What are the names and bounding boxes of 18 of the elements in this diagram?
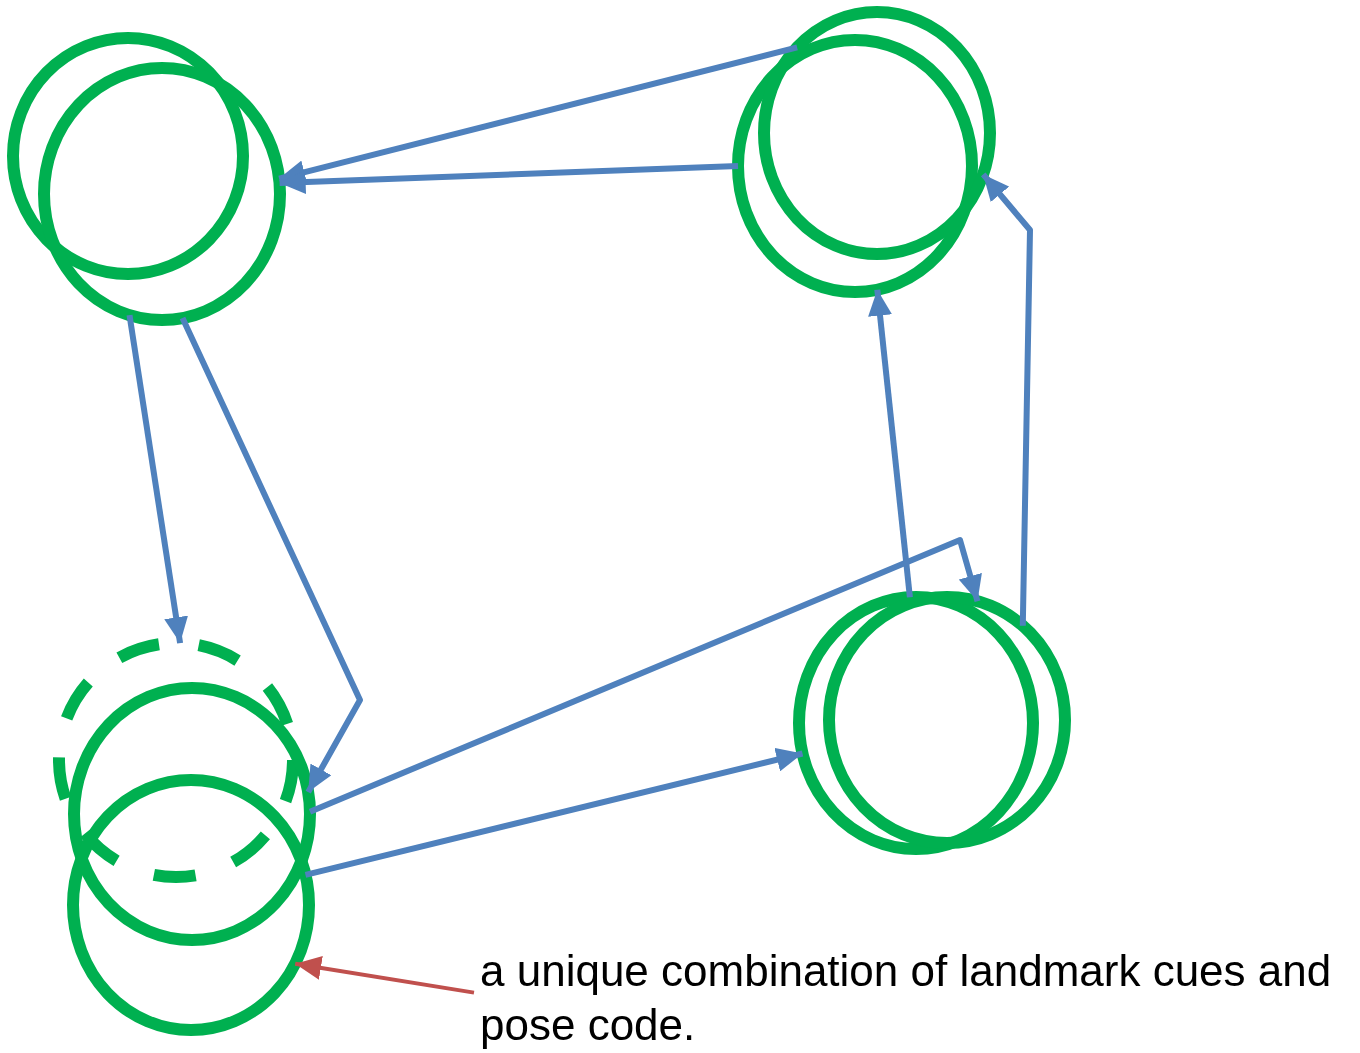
circle <box>67 774 315 1036</box>
circle <box>793 591 1039 855</box>
arrow <box>294 956 475 995</box>
arrow <box>980 172 1033 626</box>
dashed-circle <box>53 637 299 883</box>
arrow <box>308 537 982 815</box>
circle <box>758 6 996 260</box>
arrow <box>304 748 804 878</box>
circle <box>823 591 1071 849</box>
circle <box>7 32 249 280</box>
circle <box>38 62 286 326</box>
arrow <box>868 289 913 598</box>
arrow <box>279 163 739 195</box>
arrow <box>126 314 188 644</box>
arrow <box>179 316 363 794</box>
circle <box>732 34 978 298</box>
annotation-text: a unique combination of landmark cues and pose code. <box>480 944 1358 1052</box>
circle <box>68 682 316 946</box>
